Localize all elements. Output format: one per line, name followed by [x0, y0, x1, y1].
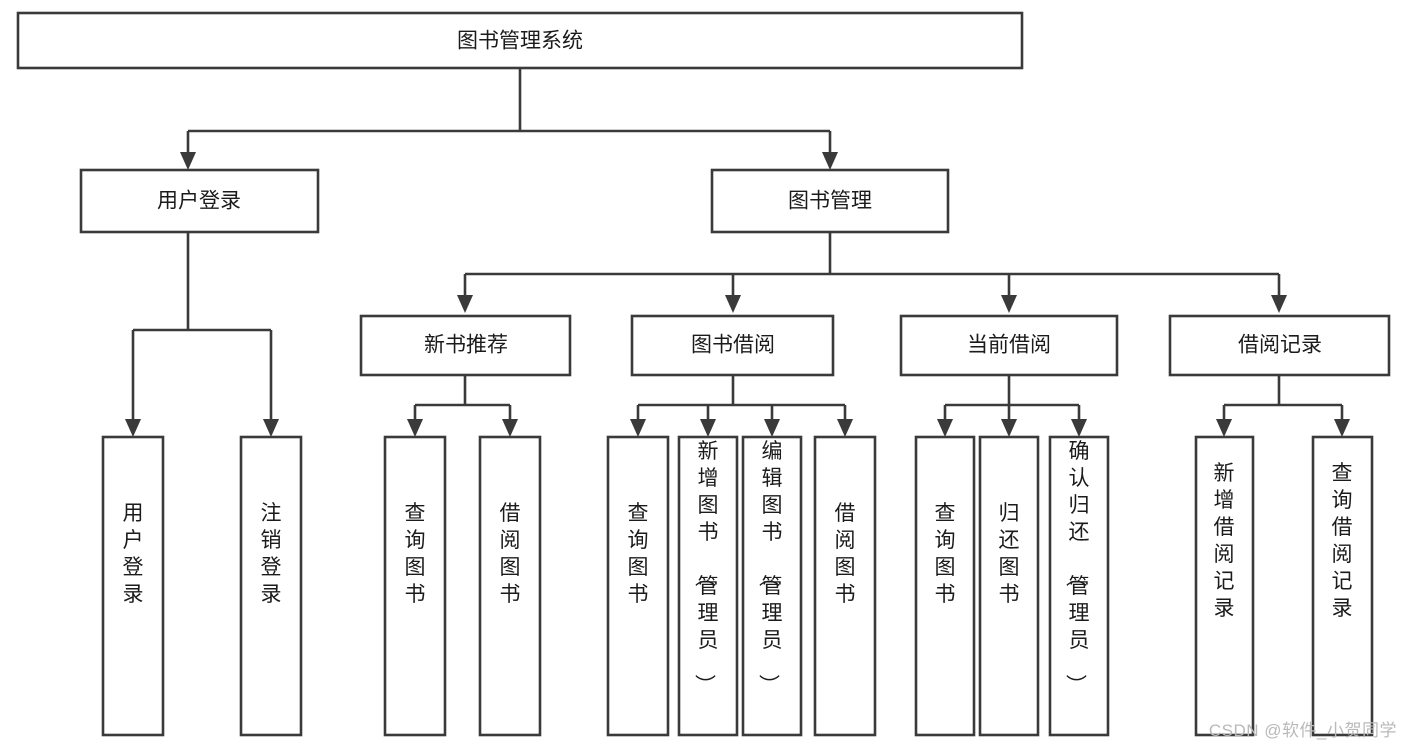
leaf-confirm-return-admin-label: 确认归还（管理员）: [1064, 440, 1090, 695]
arrowhead-root-to-user: [180, 152, 196, 170]
leaf-query-borrow-record-label: 查询借阅记录: [1332, 462, 1353, 620]
leaf-query-book-recommend[interactable]: 查询图书: [383, 435, 447, 737]
leaf-query-book-current[interactable]: 查询图书: [914, 435, 976, 737]
leaf-borrow-book-recommend-label: 借阅图书: [500, 502, 521, 606]
leaf-return-book[interactable]: 归还图书: [978, 435, 1040, 737]
leaf-query-book-borrow-label: 查询图书: [628, 502, 649, 606]
arrowhead-newbook-l1: [407, 419, 423, 437]
arrowhead-book-c4: [1271, 295, 1287, 313]
node-current-borrow-label: 当前借阅: [967, 334, 1051, 357]
leaf-logout[interactable]: 注销登录: [239, 435, 303, 737]
leaf-add-borrow-record-box[interactable]: [1194, 435, 1255, 737]
node-book-management-box[interactable]: [710, 168, 950, 234]
node-book-management[interactable]: 图书管理: [710, 168, 950, 234]
leaf-query-book-borrow-box[interactable]: [606, 435, 670, 737]
leaf-query-book-current-label: 查询图书: [935, 502, 956, 606]
node-borrow-record-box[interactable]: [1168, 314, 1391, 377]
node-borrow-record-label: 借阅记录: [1238, 334, 1322, 357]
leaf-user-login[interactable]: 用户登录: [101, 435, 165, 737]
leaf-edit-book-admin[interactable]: 编辑图书（管理员）: [741, 435, 803, 737]
leaf-borrow-book-recommend-box[interactable]: [478, 435, 542, 737]
node-current-borrow-box[interactable]: [899, 314, 1119, 377]
leaf-edit-book-admin-label: 编辑图书（管理员）: [757, 440, 783, 695]
node-user-login[interactable]: 用户登录: [79, 168, 320, 234]
leaf-logout-box[interactable]: [239, 435, 303, 737]
arrowhead-newbook-l2: [502, 419, 518, 437]
arrowhead-user-l1: [125, 419, 141, 437]
node-root-label: 图书管理系统: [457, 30, 583, 53]
node-new-book-recommend[interactable]: 新书推荐: [359, 314, 572, 377]
arrowhead-record-l2: [1334, 419, 1350, 437]
leaf-user-login-label: 用户登录: [123, 502, 144, 606]
leaf-borrow-book-recommend[interactable]: 借阅图书: [478, 435, 542, 737]
leaf-add-book-admin[interactable]: 新增图书（管理员）: [677, 435, 739, 737]
leaf-confirm-return-admin[interactable]: 确认归还（管理员）: [1048, 435, 1110, 737]
arrowhead-borrow-l1: [630, 419, 646, 437]
node-book-management-label: 图书管理: [788, 190, 872, 213]
node-new-book-recommend-box[interactable]: [359, 314, 572, 377]
arrowhead-current-l1: [937, 419, 953, 437]
arrowhead-borrow-l4: [837, 419, 853, 437]
leaf-edit-book-admin-box[interactable]: [741, 435, 803, 737]
arrowhead-record-l1: [1216, 419, 1232, 437]
arrowhead-borrow-l3: [764, 419, 780, 437]
leaf-query-book-recommend-box[interactable]: [383, 435, 447, 737]
connector-layer: [125, 68, 1350, 437]
arrowhead-borrow-l2: [700, 419, 716, 437]
node-user-login-label: 用户登录: [157, 190, 241, 213]
node-user-login-box[interactable]: [79, 168, 320, 234]
leaf-borrow-book[interactable]: 借阅图书: [813, 435, 877, 737]
arrowhead-current-l2: [1001, 419, 1017, 437]
node-book-borrow[interactable]: 图书借阅: [630, 314, 835, 377]
arrowhead-current-l3: [1071, 419, 1087, 437]
node-root-box[interactable]: [16, 11, 1024, 70]
leaf-borrow-book-label: 借阅图书: [835, 502, 856, 606]
leaf-query-borrow-record[interactable]: 查询借阅记录: [1311, 435, 1374, 737]
arrowhead-user-l2: [263, 419, 279, 437]
leaf-user-login-box[interactable]: [101, 435, 165, 737]
arrowhead-book-c1: [457, 295, 473, 313]
leaf-query-book-borrow[interactable]: 查询图书: [606, 435, 670, 737]
node-root[interactable]: 图书管理系统: [16, 11, 1024, 70]
leaf-query-borrow-record-box[interactable]: [1311, 435, 1374, 737]
node-book-borrow-box[interactable]: [630, 314, 835, 377]
leaf-logout-label: 注销登录: [261, 502, 282, 606]
leaf-add-book-admin-label: 新增图书（管理员）: [693, 440, 719, 695]
arrowhead-root-to-book: [822, 152, 838, 170]
leaf-return-book-box[interactable]: [978, 435, 1040, 737]
arrowhead-book-c3: [1001, 295, 1017, 313]
leaf-confirm-return-admin-box[interactable]: [1048, 435, 1110, 737]
node-borrow-record[interactable]: 借阅记录: [1168, 314, 1391, 377]
leaf-query-book-recommend-label: 查询图书: [405, 502, 426, 606]
leaf-add-borrow-record[interactable]: 新增借阅记录: [1194, 435, 1255, 737]
arrowhead-book-c2: [725, 295, 741, 313]
leaf-query-book-current-box[interactable]: [914, 435, 976, 737]
node-current-borrow[interactable]: 当前借阅: [899, 314, 1119, 377]
node-book-borrow-label: 图书借阅: [691, 334, 775, 357]
leaf-borrow-book-box[interactable]: [813, 435, 877, 737]
node-new-book-recommend-label: 新书推荐: [424, 334, 508, 357]
leaf-add-borrow-record-label: 新增借阅记录: [1214, 462, 1235, 620]
leaf-return-book-label: 归还图书: [999, 502, 1020, 606]
leaf-add-book-admin-box[interactable]: [677, 435, 739, 737]
